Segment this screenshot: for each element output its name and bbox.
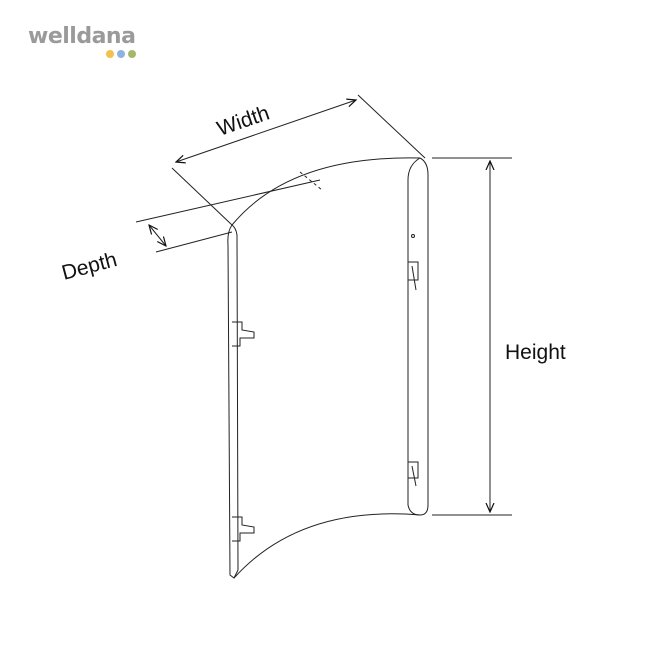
hinge xyxy=(408,461,419,487)
logo-dot xyxy=(128,50,136,58)
logo-dot xyxy=(106,50,114,58)
right-edge-inner xyxy=(407,157,421,516)
depth-label: Depth xyxy=(59,248,119,285)
hinge xyxy=(232,321,255,347)
depth-arrow xyxy=(149,225,166,246)
screen-outline xyxy=(227,157,429,579)
hinge xyxy=(408,261,419,291)
logo-dots xyxy=(106,50,136,58)
height-label: Height xyxy=(505,341,566,364)
bottom-curve xyxy=(233,513,421,579)
welldana-logo: welldana xyxy=(28,24,136,58)
right-edge-outer xyxy=(419,157,429,516)
logo-text: welldana xyxy=(28,24,136,49)
width-label: Width xyxy=(214,102,272,141)
hinge xyxy=(232,516,255,542)
top-curve xyxy=(231,157,421,226)
left-edge xyxy=(227,224,239,579)
dimension-lines xyxy=(135,94,512,516)
width-arrow xyxy=(176,100,356,162)
logo-dot xyxy=(117,50,125,58)
